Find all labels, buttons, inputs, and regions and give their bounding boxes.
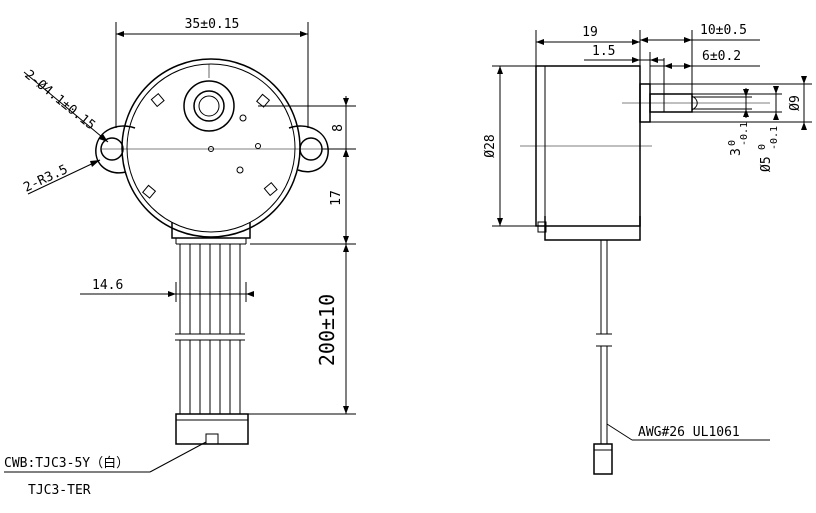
connector-latch bbox=[205, 433, 219, 445]
rim-clip bbox=[256, 93, 271, 108]
dim-flat-tol-upper: 0 bbox=[727, 140, 738, 146]
side-view: 19 1.5 10±0.5 6±0.2 Ø28 Ø9 bbox=[483, 23, 812, 475]
wire-spec-label: AWG#26 UL1061 bbox=[638, 425, 740, 440]
shaft-boss bbox=[183, 80, 235, 132]
connector-terminal-label: TJC3-TER bbox=[28, 483, 91, 498]
rim-clip bbox=[263, 182, 278, 197]
leader-connector bbox=[149, 441, 207, 473]
dim-radius-label: 2-R3.5 bbox=[21, 162, 70, 195]
dim-wire-length-label: 200±10 bbox=[315, 294, 339, 366]
side-connector bbox=[593, 443, 613, 475]
dim-flange-label: 1.5 bbox=[592, 44, 615, 59]
dim-mount-hole-label: 2-Ø4.1±0.15 bbox=[21, 67, 97, 133]
dim-shaft-tol-upper: 0 bbox=[757, 144, 768, 150]
rim-clip bbox=[150, 93, 165, 108]
screw-dot bbox=[255, 143, 261, 149]
mounting-ear-right bbox=[288, 125, 329, 173]
screw-dot bbox=[239, 114, 247, 122]
leader-wire-spec bbox=[606, 423, 633, 441]
shaft-flat bbox=[198, 95, 220, 117]
dim-flat-width-label: 3 bbox=[729, 148, 744, 156]
output-shaft bbox=[193, 90, 225, 122]
side-wire-exit bbox=[544, 216, 641, 241]
leader-mount-hole bbox=[23, 71, 109, 143]
dim-shaft-offset-label: 8 bbox=[331, 124, 346, 132]
dim-flat-tol-lower: -0.1 bbox=[739, 122, 750, 146]
front-view: 35±0.15 2-Ø4.1±0.15 2-R3.5 8 17 14.6 bbox=[4, 17, 356, 498]
dim-flat-length-label: 6±0.2 bbox=[702, 49, 741, 64]
dim-width-label: 35±0.15 bbox=[185, 17, 240, 32]
dim-shaft-length-label: 10±0.5 bbox=[700, 23, 747, 38]
dim-shaft-tol-lower: -0.1 bbox=[769, 126, 780, 150]
dim-shaft-diameter-label: Ø5 bbox=[759, 156, 774, 172]
mounting-ear-left bbox=[95, 125, 136, 174]
dim-body-depth-label: 19 bbox=[582, 25, 598, 40]
motor-body-outline bbox=[121, 58, 301, 238]
leader-radius bbox=[27, 159, 101, 195]
wire-exit-housing bbox=[171, 222, 251, 239]
dim-wire-width-label: 14.6 bbox=[92, 278, 123, 293]
dim-diameter-label: Ø28 bbox=[483, 134, 498, 157]
lead-wires bbox=[175, 244, 245, 414]
rim-clip bbox=[142, 184, 157, 199]
connector-label: CWB:TJC3-5Y（白） bbox=[4, 455, 129, 471]
dim-body-to-wire-label: 17 bbox=[329, 190, 344, 206]
screw-dot bbox=[236, 166, 244, 174]
motor-body-inner bbox=[126, 63, 296, 233]
dim-boss-diameter-label: Ø9 bbox=[788, 95, 803, 111]
connector-housing bbox=[175, 413, 249, 445]
